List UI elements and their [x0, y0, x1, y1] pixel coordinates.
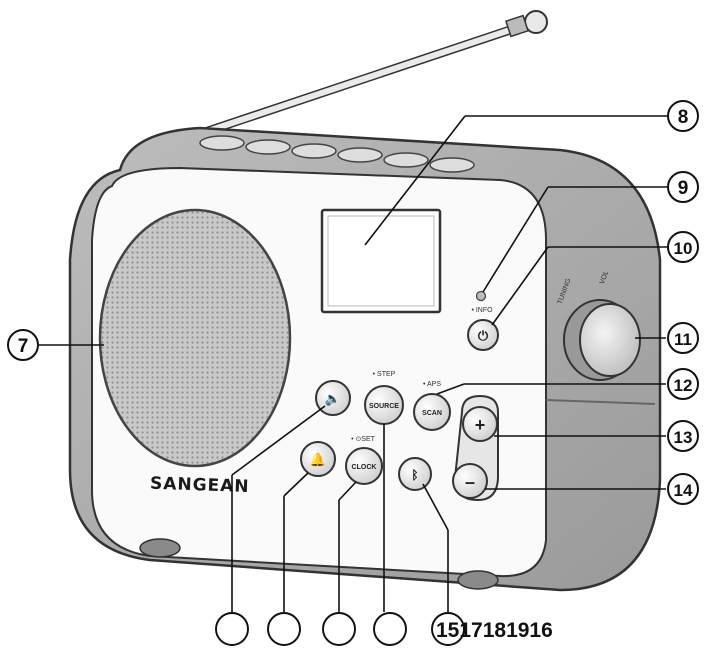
clock-label: CLOCK: [352, 464, 377, 471]
callout-14: 14: [667, 473, 699, 505]
leader-lines: [39, 115, 668, 612]
svg-text:14: 14: [674, 481, 693, 500]
callout-11: 11: [667, 322, 699, 354]
callout-7: 7: [7, 329, 39, 361]
power-caption: • INFO: [471, 307, 493, 314]
callout-12: 12: [667, 368, 699, 400]
svg-text:12: 12: [674, 376, 693, 395]
bell-icon: 🔔: [310, 452, 326, 467]
scan-label: SCAN: [422, 410, 442, 417]
clock-caption: • ⊙SET: [351, 436, 376, 443]
svg-text:10: 10: [674, 239, 693, 258]
svg-text:8: 8: [678, 107, 689, 128]
power-button[interactable]: ⏻: [467, 319, 499, 351]
preset-buttons[interactable]: [199, 135, 475, 173]
source-caption: • STEP: [373, 371, 396, 378]
antenna: [200, 10, 548, 137]
knob-label-vol: VOL: [599, 270, 610, 286]
svg-text:11: 11: [674, 330, 692, 349]
clock-button[interactable]: CLOCK: [345, 447, 383, 485]
power-icon: ⏻: [478, 328, 489, 343]
bottom-callout-numbers: 1517181916: [436, 619, 553, 642]
bluetooth-button[interactable]: ᛒ: [398, 457, 432, 491]
svg-text:9: 9: [678, 178, 689, 199]
mute-button[interactable]: 🔈: [315, 380, 351, 416]
minus-label: –: [465, 472, 475, 492]
speaker-icon: 🔈: [325, 391, 341, 407]
svg-text:7: 7: [18, 336, 29, 357]
tuning-volume-knob[interactable]: [563, 299, 641, 381]
speaker-grille: [98, 208, 292, 468]
svg-text:13: 13: [674, 428, 693, 447]
callout-9: 9: [667, 171, 699, 203]
source-button[interactable]: SOURCE: [364, 385, 404, 425]
callout-8: 8: [667, 100, 699, 132]
scan-caption: • APS: [423, 381, 441, 388]
callout-10: 10: [667, 231, 699, 263]
bluetooth-icon: ᛒ: [411, 468, 418, 482]
bottom-callout-circles: [215, 612, 465, 646]
tune-down-button[interactable]: –: [452, 463, 488, 499]
plus-label: +: [475, 415, 486, 435]
source-label: SOURCE: [369, 403, 399, 410]
scan-button[interactable]: SCAN: [413, 393, 451, 431]
led-indicator: [475, 290, 487, 302]
lcd-display: [320, 208, 442, 314]
alarm-button[interactable]: 🔔: [300, 441, 336, 477]
tune-up-button[interactable]: +: [462, 406, 498, 442]
brand-logo: SANGEAN: [150, 474, 250, 497]
callout-13: 13: [667, 420, 699, 452]
